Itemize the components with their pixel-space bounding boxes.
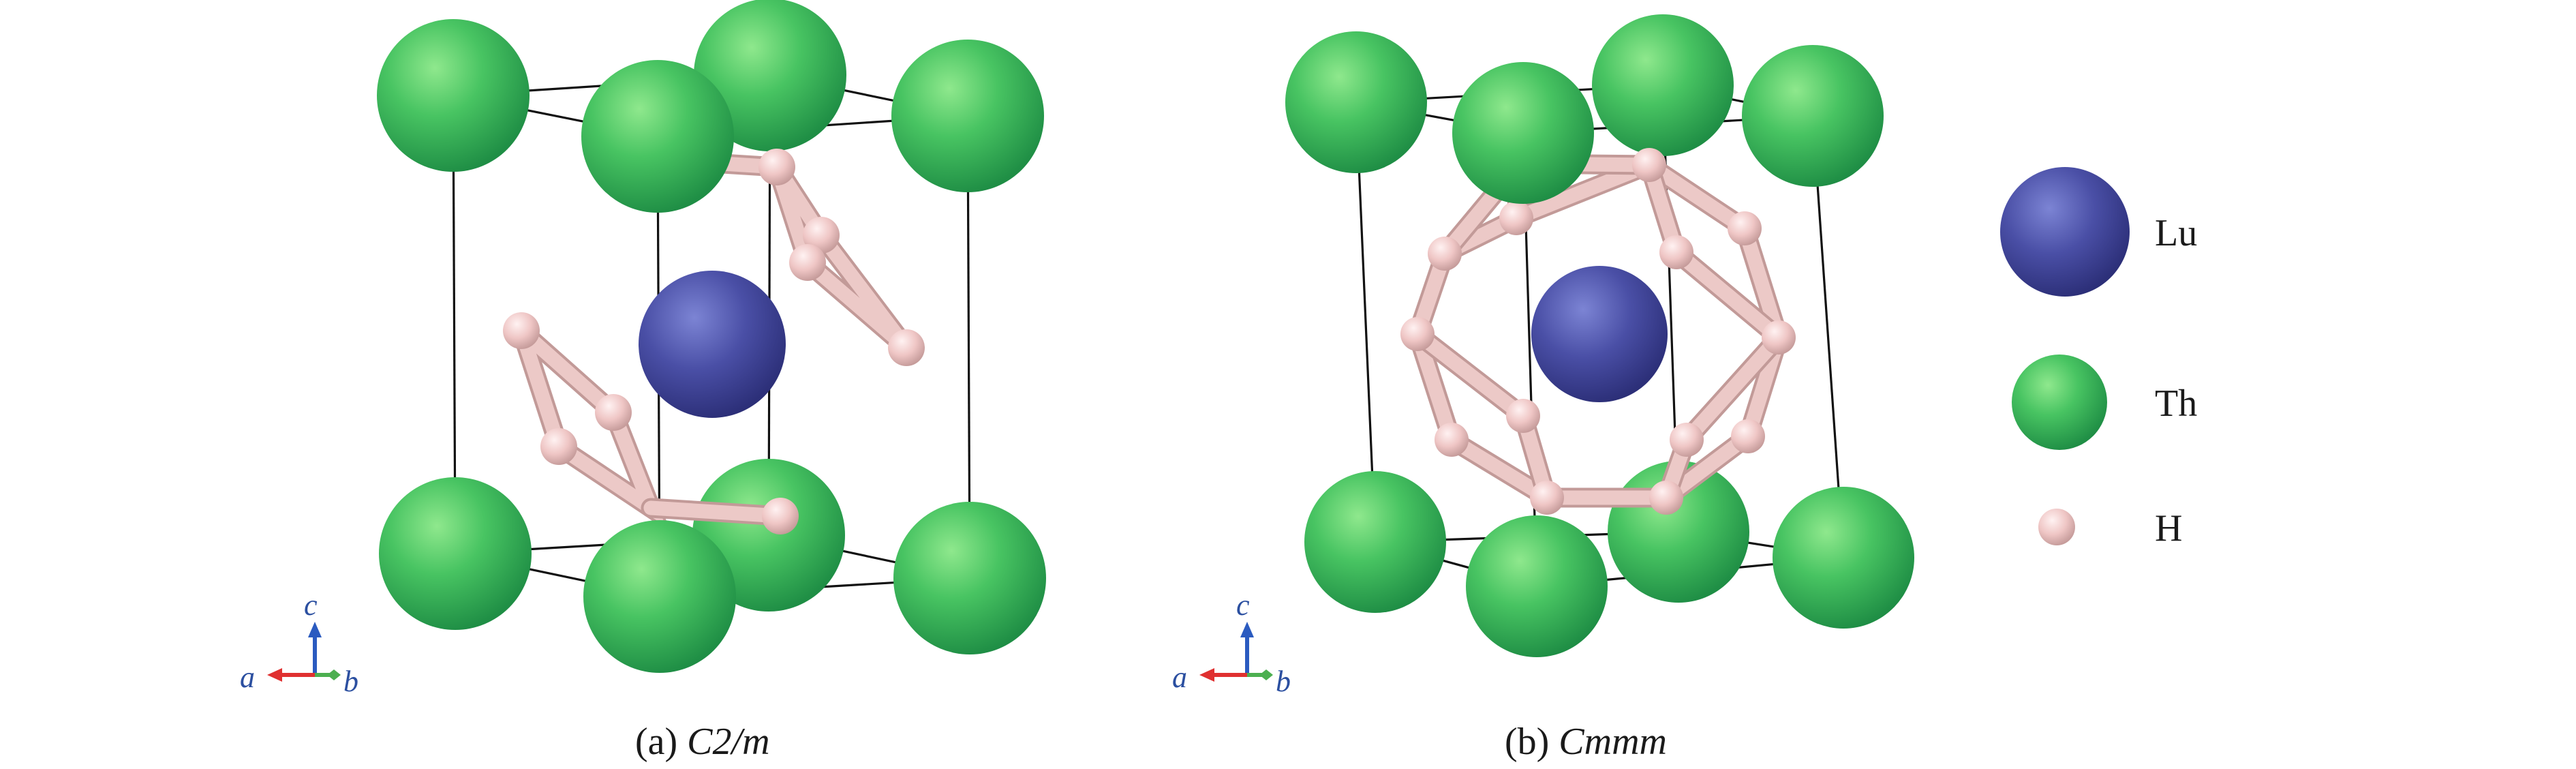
- h-atom: [1728, 211, 1762, 245]
- axis-label-a: a: [240, 661, 255, 694]
- h-atom: [595, 394, 632, 431]
- th-atom: [583, 520, 736, 673]
- th-atom: [581, 60, 734, 213]
- h-atom: [540, 428, 577, 465]
- h-atom: [1632, 148, 1666, 182]
- th-atom: [1592, 14, 1734, 156]
- th-atom: [1452, 62, 1594, 204]
- th-atom: [1285, 31, 1427, 173]
- panel-a-axis-indicator: c a b: [240, 588, 358, 698]
- panel-b-caption-symbol: Cmmm: [1559, 721, 1667, 763]
- th-atom: [893, 502, 1046, 654]
- h-atom: [803, 217, 840, 254]
- axis-label-c: c: [1236, 588, 1250, 622]
- h-atom: [1670, 423, 1704, 457]
- lu-atom: [1531, 266, 1668, 402]
- panel-b-axis-indicator: c a b: [1172, 588, 1291, 698]
- panel-a: c a b (a) C2/m: [240, 0, 1046, 763]
- h-atom: [1530, 481, 1564, 515]
- h-atom: [1435, 423, 1469, 457]
- h-chain-lower: [503, 312, 799, 534]
- th-atom: [1773, 487, 1914, 629]
- h-atom: [1428, 237, 1462, 271]
- h-atom: [789, 244, 826, 281]
- th-atom: [1742, 45, 1884, 187]
- h-atom: [1649, 481, 1683, 515]
- panel-a-caption-prefix: (a): [635, 721, 687, 763]
- panel-a-caption-symbol: C2/m: [687, 721, 769, 763]
- h-atom: [1400, 317, 1435, 351]
- panel-b: c a b (b) Cmmm: [1172, 14, 1914, 763]
- legend-h-label: H: [2155, 507, 2182, 549]
- legend-th-swatch: [2012, 355, 2107, 450]
- th-atom: [694, 0, 846, 151]
- th-atom: [377, 19, 530, 172]
- legend: Lu Th H: [2000, 167, 2197, 549]
- panel-a-caption: (a) C2/m: [635, 721, 770, 763]
- h-atom: [1731, 419, 1765, 453]
- h-atom: [888, 329, 925, 366]
- panel-b-caption-prefix: (b): [1505, 721, 1559, 763]
- h-atom: [762, 498, 799, 534]
- h-atom: [1659, 235, 1693, 269]
- th-atom: [1466, 515, 1608, 657]
- legend-lu-swatch: [2000, 167, 2130, 297]
- legend-th-label: Th: [2155, 382, 2197, 425]
- h-atom: [1506, 399, 1540, 433]
- th-atom: [891, 40, 1044, 192]
- th-atom: [379, 477, 532, 630]
- h-atom: [758, 149, 795, 185]
- h-atom: [503, 312, 540, 349]
- lu-atom: [639, 271, 786, 418]
- axis-label-b: b: [343, 665, 358, 698]
- h-atom: [1499, 201, 1533, 235]
- panel-b-caption: (b) Cmmm: [1505, 721, 1667, 763]
- h-chain-upper: [712, 149, 925, 366]
- th-atom: [1304, 471, 1446, 613]
- axis-label-c: c: [304, 588, 318, 622]
- axis-label-a: a: [1172, 661, 1187, 694]
- legend-h-swatch: [2038, 509, 2075, 545]
- axis-label-b: b: [1276, 665, 1291, 698]
- h-atom: [1762, 320, 1796, 355]
- legend-lu-label: Lu: [2155, 212, 2197, 254]
